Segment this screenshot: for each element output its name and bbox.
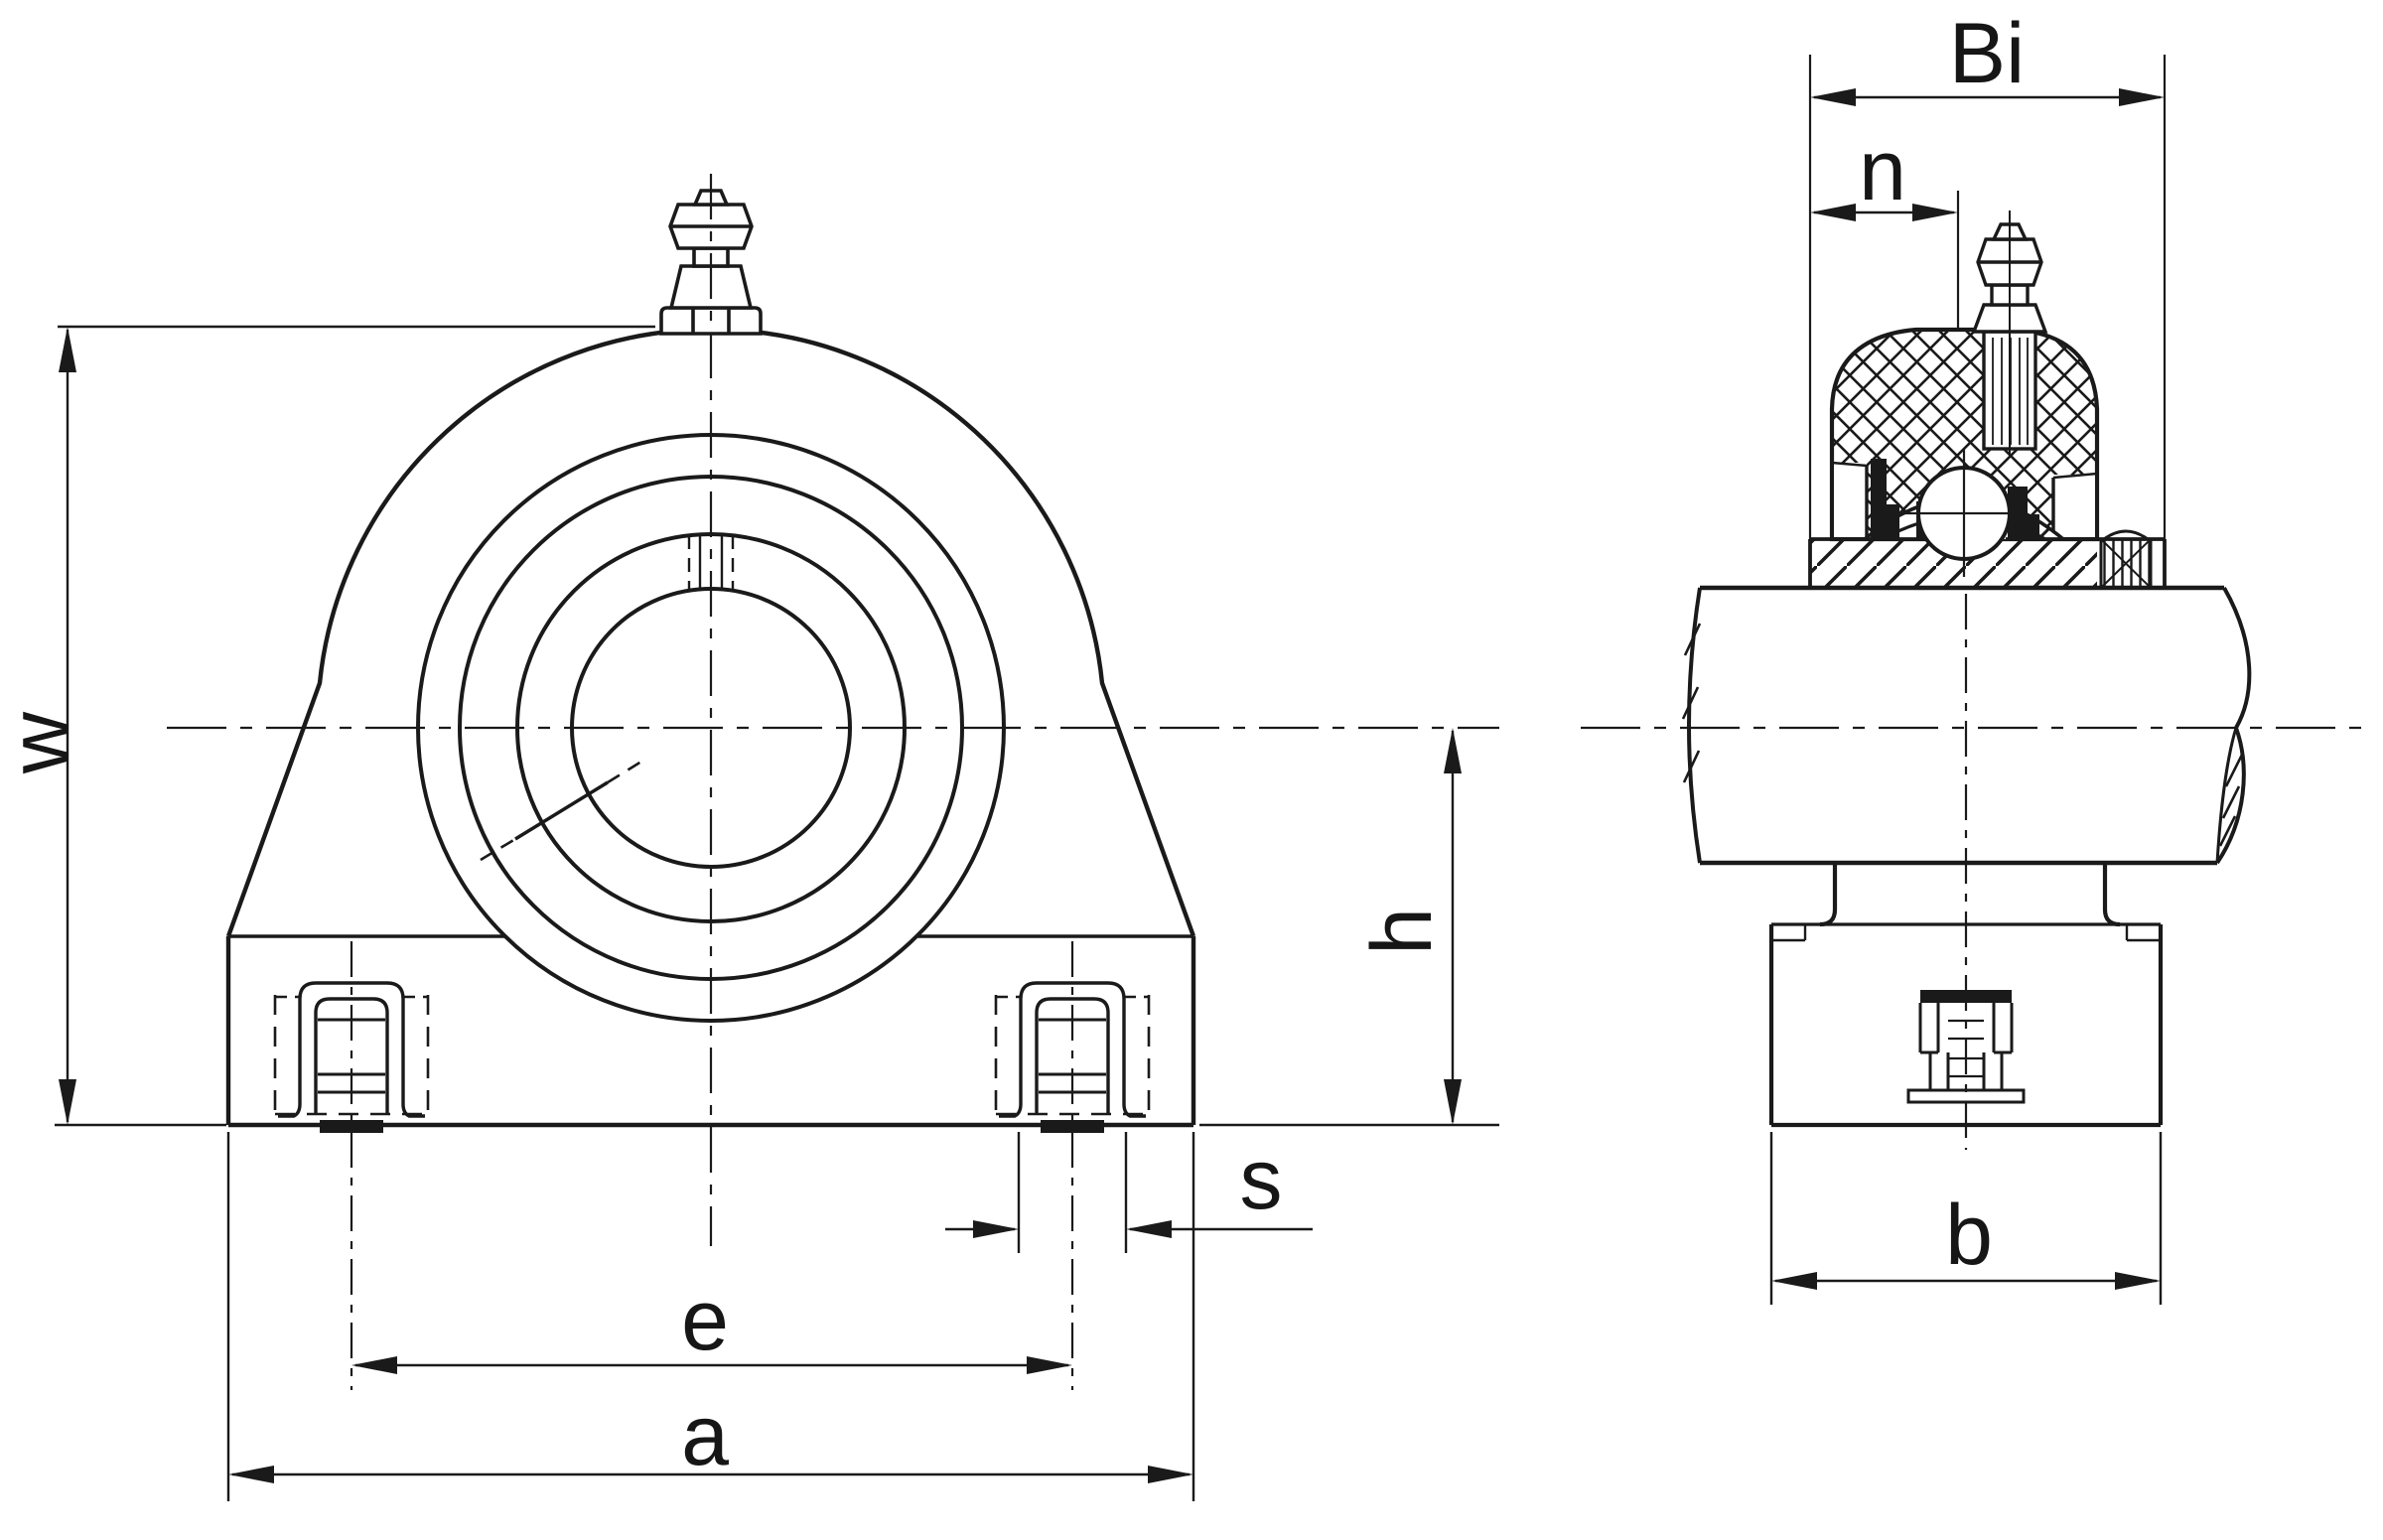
- dim-a: [226, 1132, 1195, 1501]
- dim-h: [1199, 728, 1499, 1127]
- grease-fitting-side: [1971, 210, 2048, 455]
- dim-s: [945, 1132, 1313, 1253]
- dim-label-Bi: Bi: [1949, 6, 2025, 101]
- dim-label-w: w: [0, 711, 87, 774]
- dim-label-h: h: [1354, 908, 1450, 955]
- base-tapped-hole-left: [273, 981, 430, 1133]
- front-view: w h s e: [0, 174, 1499, 1501]
- dim-n: [1810, 204, 1958, 221]
- dim-label-b: b: [1945, 1188, 1993, 1283]
- dim-label-e: e: [681, 1273, 729, 1368]
- dim-label-s: s: [1240, 1132, 1283, 1227]
- dim-label-n: n: [1859, 123, 1906, 218]
- side-extension-lines: [1808, 55, 2167, 588]
- dim-b: [1769, 1132, 2163, 1305]
- dim-Bi: [1810, 88, 2165, 106]
- grease-passage-slot: [687, 534, 735, 591]
- bore-chamfer-mark: [480, 760, 642, 862]
- dim-e: [351, 1356, 1072, 1374]
- side-view: Bi n b: [1581, 6, 2375, 1305]
- front-centerlines: [167, 174, 1499, 1390]
- dim-label-a: a: [681, 1388, 729, 1483]
- bearing-ball: [1900, 450, 2028, 577]
- dim-w: [55, 325, 655, 1127]
- side-centerlines: [1581, 594, 2375, 1150]
